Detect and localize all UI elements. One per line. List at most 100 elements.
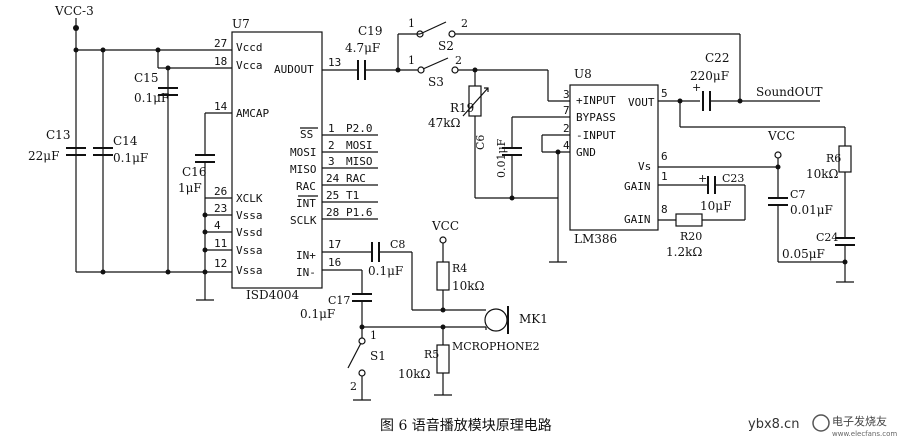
u7-pin-num: 11	[214, 237, 227, 250]
c19-ref: C19	[358, 24, 382, 38]
u8-ref: U8	[574, 67, 592, 81]
u8-input-wiring	[541, 70, 570, 263]
u7-pin-num: 12	[214, 257, 227, 270]
c19-value: 4.7μF	[345, 41, 380, 55]
u8-pin-name: GND	[576, 146, 596, 159]
c6-ref: C6	[474, 135, 487, 150]
u7-chip: U7 ISD4004 27 Vccd 18 Vcca 14 AMCAP 26 X…	[214, 17, 378, 302]
c22-plus-sign: +	[692, 81, 701, 94]
u8-pin-num: 4	[563, 139, 570, 152]
c17-ref: C17	[328, 294, 350, 307]
s1-ref: S1	[370, 349, 386, 363]
u8-pin-name: GAIN	[624, 213, 651, 226]
r4-ref: R4	[452, 262, 467, 275]
u7-pin-name: Vssd	[236, 226, 263, 239]
u7-pin-name: MISO	[290, 163, 317, 176]
u7-pin-num: 1	[328, 122, 335, 135]
u8-pin-num: 3	[563, 88, 570, 101]
r6-value: 10kΩ	[806, 167, 839, 181]
r19-potentiometer: R19 47kΩ	[428, 67, 558, 199]
u8-pin-num: 5	[661, 87, 668, 100]
port-label: RAC	[346, 172, 366, 185]
c13-ref: C13	[46, 128, 70, 142]
c19-capacitor: C19 4.7μF	[345, 24, 398, 80]
gain-network: + C23 10μF R20 1.2kΩ	[658, 172, 746, 259]
port-label: P1.6	[346, 206, 373, 219]
switch-s2: 1 2 S2	[397, 17, 741, 101]
watermark-url: www.elecfans.com	[832, 430, 897, 438]
c7-ref: C7	[790, 188, 805, 201]
port-label: MISO	[346, 155, 373, 168]
u7-pin-name: Vccd	[236, 41, 263, 54]
mk1-part: MCROPHONE2	[452, 340, 540, 353]
mk1-ref: MK1	[519, 312, 548, 326]
c14-value: 0.1μF	[113, 151, 148, 165]
r5-value: 10kΩ	[398, 367, 431, 381]
mic-input-stage: C8 0.1μF C17 0.1μF VCC R4 10kΩ MK1 MCROP…	[300, 219, 548, 401]
u7-left-pins: 27 Vccd 18 Vcca 14 AMCAP 26 XCLK 23 Vssa…	[214, 37, 269, 277]
c22-ref: C22	[705, 51, 729, 65]
watermark-icon	[812, 414, 830, 432]
u7-pin-num: 14	[214, 100, 228, 113]
r20-ref: R20	[680, 230, 702, 243]
u8-pin-name: +INPUT	[576, 94, 616, 107]
u7-pin-name: RAC	[296, 180, 316, 193]
u8-pin-name: VOUT	[628, 96, 655, 109]
vcc3-rail: VCC-3	[54, 4, 232, 272]
u8-pin-name: GAIN	[624, 180, 651, 193]
c13-value: 22μF	[28, 149, 59, 163]
u7-pin-name: Vcca	[236, 59, 263, 72]
u7-pin-num: 27	[214, 37, 227, 50]
watermark-brand: 电子发烧友	[832, 414, 887, 428]
u7-pin-name: Vssa	[236, 244, 263, 257]
c8-ref: C8	[390, 238, 405, 251]
c17-value: 0.1μF	[300, 307, 335, 321]
r20-value: 1.2kΩ	[666, 245, 702, 259]
vcc-supply-u8: VCC C7 0.01μF	[658, 129, 845, 263]
watermark-site: ybx8.cn	[748, 417, 799, 432]
c23-ref: C23	[722, 172, 744, 185]
u8-chip: U8 LM386 3 +INPUT 7 BYPASS 2 -INPUT 4 GN…	[563, 67, 668, 246]
figure-caption: 图 6 语音播放模块原理电路	[380, 417, 552, 434]
s3-term-1: 1	[408, 54, 415, 67]
ground-bus-left	[76, 197, 232, 301]
u7-pin-name: XCLK	[236, 192, 263, 205]
r4-value: 10kΩ	[452, 279, 485, 293]
r5-ref: R5	[424, 348, 439, 361]
c14-capacitor: C14 0.1μF	[93, 134, 148, 165]
u7-pin-name: SS	[300, 128, 313, 141]
u7-pin-name: IN+	[296, 249, 316, 262]
r19-ref: R19	[450, 101, 474, 115]
c13-capacitor: C13 22μF	[28, 128, 86, 163]
u7-pin-num: 2	[328, 139, 335, 152]
u7-ref: U7	[232, 17, 250, 31]
switch-s3: 1 2 S3	[395, 54, 548, 89]
c6-value: 0.01μF	[495, 138, 508, 178]
u7-pin-name: Vssa	[236, 264, 263, 277]
c8-value: 0.1μF	[368, 264, 403, 278]
u8-pin-num: 6	[661, 150, 668, 163]
port-label: P2.0	[346, 122, 373, 135]
c16-ref: C16	[182, 165, 206, 179]
u8-pin-num: 8	[661, 203, 668, 216]
port-label: T1	[346, 189, 359, 202]
u7-pin-name: SCLK	[290, 214, 317, 227]
u7-pin-num: 13	[328, 56, 341, 69]
u8-pin-name: BYPASS	[576, 111, 616, 124]
c24-ref: C24	[816, 231, 838, 244]
u8-part: LM386	[574, 232, 617, 246]
vcc-label-mic: VCC	[431, 219, 459, 233]
u7-pin-name: IN-	[296, 266, 316, 279]
u7-pin-num: 24	[326, 172, 340, 185]
vcc3-label: VCC-3	[54, 4, 94, 18]
r19-value: 47kΩ	[428, 116, 461, 130]
c23-value: 10μF	[700, 199, 731, 213]
u8-pin-name: Vs	[638, 160, 651, 173]
u7-pin-name: Vssa	[236, 209, 263, 222]
u7-part: ISD4004	[246, 288, 299, 302]
c7-value: 0.01μF	[790, 203, 833, 217]
u7-pin-num: 23	[214, 202, 227, 215]
output-stage: + C22 220μF SoundOUT R6 10kΩ C24 0.05μF	[658, 51, 855, 283]
s3-ref: S3	[428, 75, 444, 89]
